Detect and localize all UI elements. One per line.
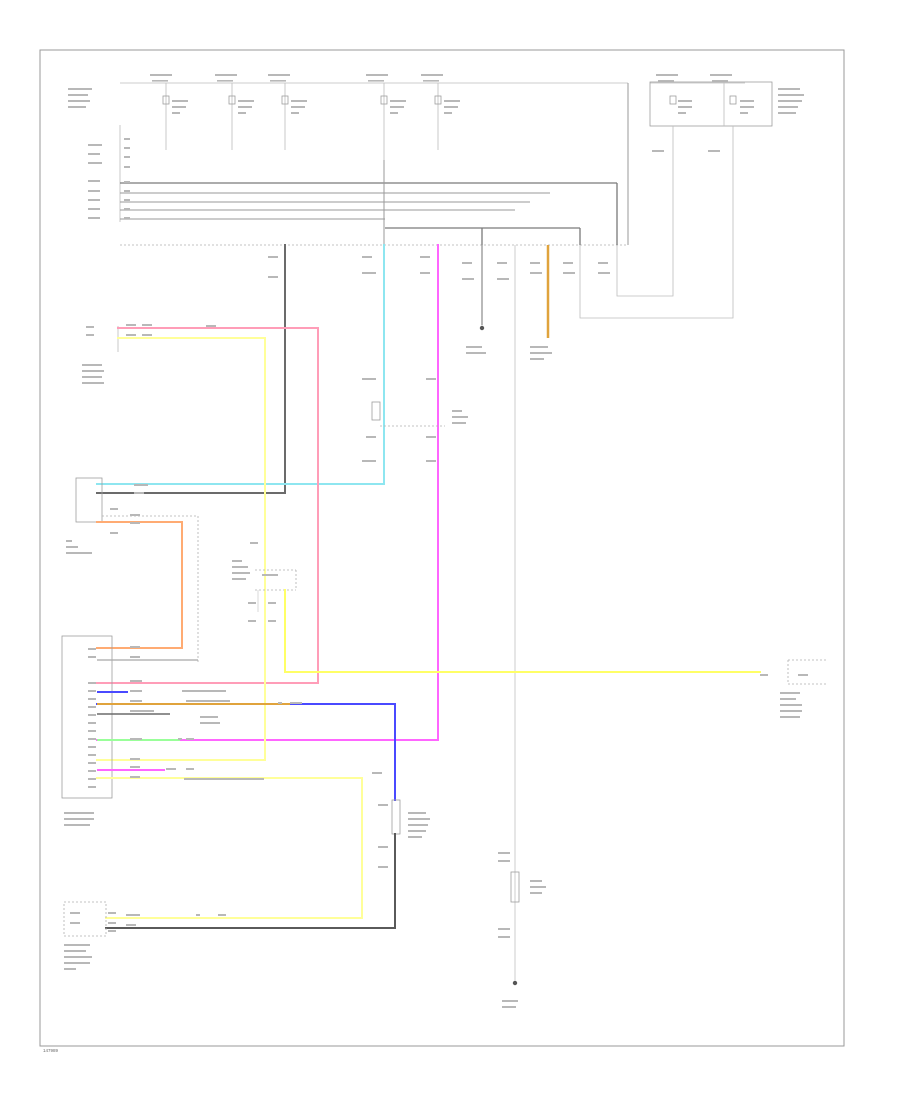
ground-connector: [510, 871, 520, 903]
module-right: [787, 659, 826, 685]
jb-down-wires: [96, 244, 550, 986]
mid-switch-block: [255, 569, 761, 673]
inline-connector-center: [371, 401, 445, 427]
faint-labels: [64, 74, 808, 1008]
diagram-frame: [39, 49, 845, 1047]
figure-id: 147989: [43, 1048, 59, 1053]
fuse-feeds: [120, 81, 773, 190]
sensor-module-bottom: [63, 901, 107, 937]
inline-connector-right: [105, 799, 401, 929]
junction-block-bus: [119, 83, 629, 246]
body-ecu-wires: [96, 326, 319, 761]
relay-return-lines: [579, 190, 734, 319]
